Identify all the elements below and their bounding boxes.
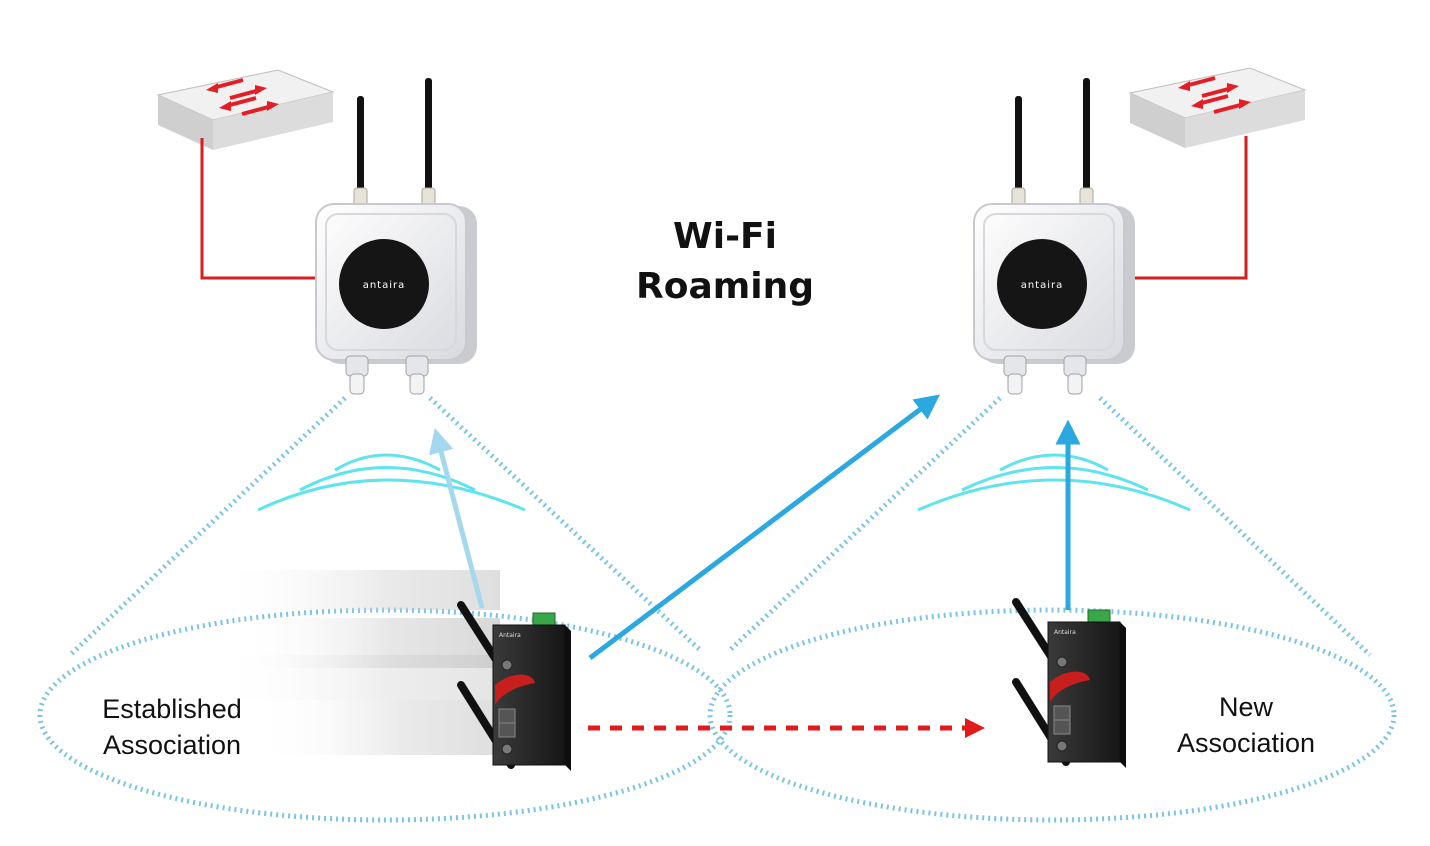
- signal-wave-icon-left: [257, 453, 526, 512]
- network-switch-icon-left: [156, 68, 335, 152]
- wireless-client-device-icon-right: Antaira: [1016, 602, 1126, 768]
- new-association-label-line1: New: [1219, 692, 1274, 722]
- wireless-client-device-icon-left: Antaira: [461, 605, 571, 771]
- wireless-access-point-icon-left: antaira: [315, 77, 478, 395]
- roaming-link-arrow: [588, 394, 940, 660]
- established-link-arrow: [429, 427, 485, 609]
- coverage-area-right: [707, 396, 1397, 823]
- established-association-label-line1: Established: [102, 694, 242, 724]
- ethernet-cable-right: [1130, 136, 1248, 280]
- established-association-label-line2: Association: [103, 730, 241, 760]
- diagram-title-line1: Wi-Fi: [673, 216, 777, 257]
- ap-logo-left: antaira: [363, 280, 406, 291]
- diagram-title-line2: Roaming: [636, 266, 814, 307]
- network-switch-icon-right: [1128, 66, 1307, 150]
- new-association-label-line2: Association: [1177, 728, 1315, 758]
- ap-logo-right: antaira: [1021, 280, 1064, 291]
- motion-blur-trail: [215, 570, 500, 755]
- ethernet-cable-left: [200, 138, 318, 280]
- signal-wave-icon-right: [917, 453, 1191, 512]
- device-brand-left: Antaira: [499, 632, 521, 639]
- device-brand-right: Antaira: [1054, 629, 1076, 636]
- wireless-access-point-icon-right: antaira: [973, 77, 1136, 395]
